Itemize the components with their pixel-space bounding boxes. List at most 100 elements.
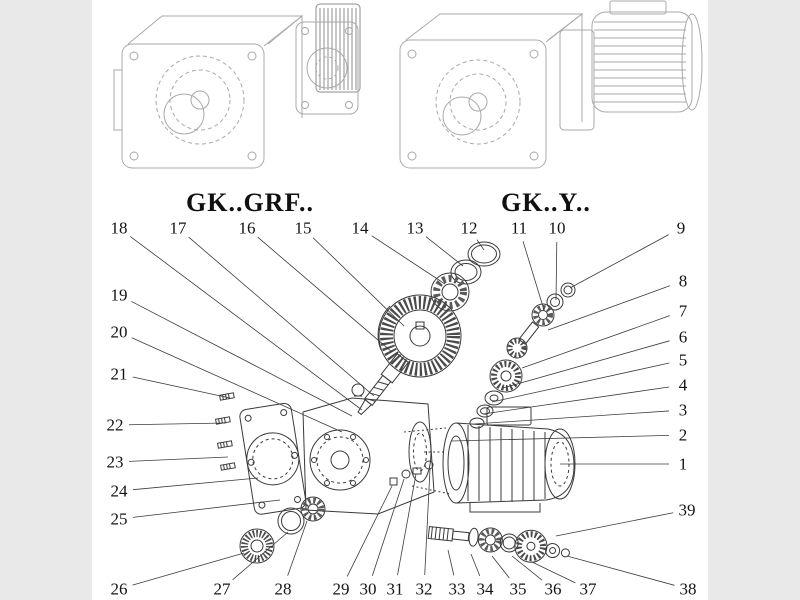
leader-line-8 bbox=[547, 285, 670, 331]
leader-line-16 bbox=[257, 236, 393, 353]
leader-line-18 bbox=[129, 236, 363, 411]
callout-3: 3 bbox=[679, 401, 688, 420]
gearbox-grf-illustration bbox=[113, 3, 361, 169]
leader-line-33 bbox=[447, 549, 455, 576]
callout-21: 21 bbox=[111, 365, 128, 384]
leader-line-20 bbox=[131, 337, 343, 433]
callout-9: 9 bbox=[677, 219, 686, 238]
leader-line-5 bbox=[491, 362, 670, 403]
leader-line-9 bbox=[569, 234, 669, 289]
output-shaft-assembly-drawing bbox=[427, 525, 570, 563]
leader-line-4 bbox=[482, 386, 670, 415]
large-gear-drawing bbox=[377, 294, 462, 378]
leader-line-15 bbox=[312, 237, 405, 327]
leader-line-30 bbox=[371, 478, 405, 576]
callout-15: 15 bbox=[295, 219, 312, 238]
leader-line-23 bbox=[128, 456, 229, 462]
callout-32: 32 bbox=[416, 580, 433, 599]
callout-27: 27 bbox=[214, 580, 232, 599]
input-adapter-fins bbox=[315, 3, 361, 93]
leader-line-38 bbox=[566, 555, 675, 586]
callout-20: 20 bbox=[111, 323, 128, 342]
callout-26: 26 bbox=[111, 580, 128, 599]
callout-25: 25 bbox=[111, 510, 128, 529]
callout-35: 35 bbox=[510, 580, 527, 599]
callout-10: 10 bbox=[549, 219, 566, 238]
background-margin-left bbox=[0, 0, 92, 600]
variant-label-y: GK..Y.. bbox=[501, 188, 591, 217]
leader-line-22 bbox=[128, 422, 227, 426]
housing-drawing bbox=[215, 383, 435, 515]
studs-drawing bbox=[215, 392, 236, 471]
callout-37: 37 bbox=[580, 580, 598, 599]
callout-39: 39 bbox=[679, 501, 696, 520]
leader-line-29 bbox=[346, 485, 393, 577]
callout-11: 11 bbox=[511, 219, 527, 238]
leader-line-32 bbox=[424, 468, 431, 576]
leader-line-7 bbox=[521, 315, 670, 369]
leader-line-17 bbox=[188, 236, 375, 397]
callout-12: 12 bbox=[461, 219, 478, 238]
retaining-rings-drawing bbox=[450, 241, 501, 285]
callout-34: 34 bbox=[477, 580, 495, 599]
leader-line-12 bbox=[476, 239, 485, 251]
leader-line-13 bbox=[425, 236, 464, 267]
callout-5: 5 bbox=[679, 351, 688, 370]
callout-7: 7 bbox=[679, 302, 688, 321]
callout-16: 16 bbox=[239, 219, 256, 238]
leader-line-39 bbox=[555, 512, 674, 537]
callout-29: 29 bbox=[333, 580, 350, 599]
leader-line-27 bbox=[232, 531, 289, 581]
adapter-plate-drawing bbox=[239, 402, 307, 515]
leader-line-19 bbox=[131, 301, 353, 417]
motor-drawing bbox=[442, 406, 576, 513]
leader-line-2 bbox=[451, 434, 670, 442]
callout-30: 30 bbox=[360, 580, 377, 599]
callout-28: 28 bbox=[275, 580, 292, 599]
leader-line-31 bbox=[397, 473, 417, 576]
leader-line-35 bbox=[491, 555, 510, 579]
callout-2: 2 bbox=[679, 426, 688, 445]
input-pinion-assembly-drawing bbox=[469, 282, 576, 429]
leader-line-14 bbox=[371, 235, 446, 285]
callout-31: 31 bbox=[387, 580, 404, 599]
callout-17: 17 bbox=[170, 219, 188, 238]
callout-23: 23 bbox=[107, 453, 124, 472]
callout-36: 36 bbox=[545, 580, 562, 599]
leader-line-24 bbox=[132, 477, 259, 491]
gearbox-y-illustration bbox=[399, 0, 703, 169]
callout-1: 1 bbox=[679, 455, 688, 474]
coupling-parts-drawing bbox=[389, 427, 451, 495]
leader-line-36 bbox=[511, 555, 543, 581]
callout-38: 38 bbox=[680, 580, 697, 599]
output-flange-drawing bbox=[295, 21, 359, 115]
leader-line-26 bbox=[132, 552, 245, 586]
exploded-view-drawing bbox=[215, 241, 576, 564]
leader-line-34 bbox=[470, 553, 481, 577]
leader-line-10 bbox=[555, 241, 558, 301]
callout-13: 13 bbox=[407, 219, 424, 238]
output-cover-parts-drawing bbox=[239, 496, 326, 564]
callout-8: 8 bbox=[679, 272, 688, 291]
leader-line-37 bbox=[531, 561, 576, 584]
callout-22: 22 bbox=[107, 416, 124, 435]
upper-bearing-drawing bbox=[430, 272, 470, 312]
motor-illustration bbox=[559, 0, 703, 131]
leader-line-6 bbox=[502, 340, 670, 389]
callout-layer: 1234567891011121314151617181920212223242… bbox=[107, 219, 697, 599]
leader-line-21 bbox=[132, 376, 231, 399]
callout-24: 24 bbox=[111, 482, 129, 501]
leader-line-25 bbox=[132, 499, 281, 518]
leader-line-11 bbox=[522, 241, 545, 311]
callout-33: 33 bbox=[449, 580, 466, 599]
callout-14: 14 bbox=[352, 219, 370, 238]
background-margin-right bbox=[708, 0, 800, 600]
callout-19: 19 bbox=[111, 286, 128, 305]
variant-label-grf: GK..GRF.. bbox=[186, 188, 314, 217]
callout-6: 6 bbox=[679, 328, 688, 347]
bevel-pinion-shaft-drawing bbox=[357, 353, 409, 416]
leader-line-28 bbox=[287, 520, 308, 576]
callout-4: 4 bbox=[679, 376, 688, 395]
callout-18: 18 bbox=[111, 219, 128, 238]
